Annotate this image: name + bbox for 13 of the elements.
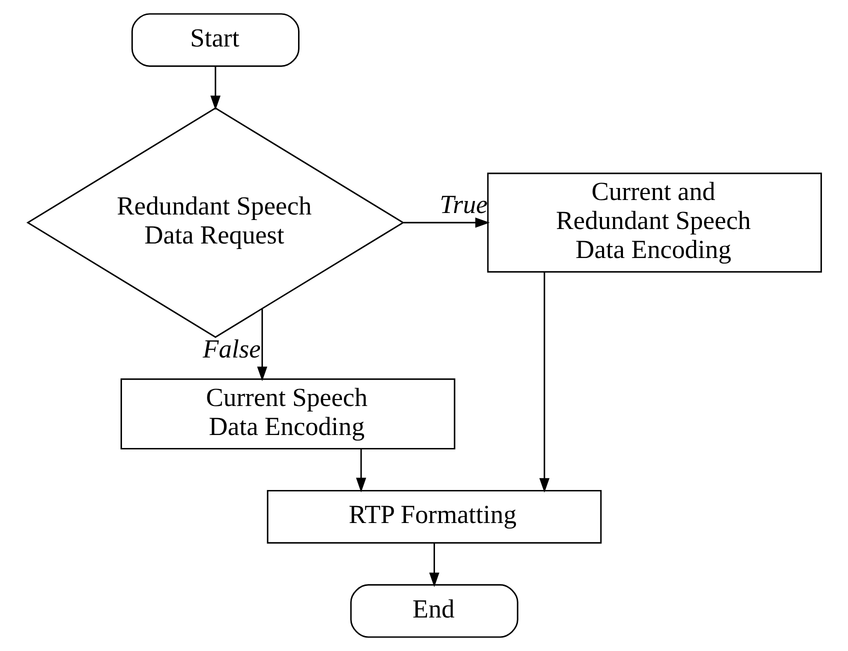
- node-diamond: Redundant Speech Data Request: [26, 107, 404, 338]
- arrow: [210, 66, 220, 110]
- node-box: Start: [130, 13, 300, 67]
- node-box: End: [350, 584, 518, 638]
- node-box: Current and Redundant Speech Data Encoding: [486, 172, 822, 273]
- arrow: [538, 272, 549, 493]
- node-box: RTP Formatting: [266, 490, 602, 544]
- edge-label: True: [439, 190, 488, 220]
- arrow: [403, 218, 490, 228]
- arrow: [356, 448, 366, 492]
- arrow: [428, 543, 439, 588]
- node-box: Current Speech Data Encoding: [120, 378, 455, 450]
- arrow: [256, 308, 267, 382]
